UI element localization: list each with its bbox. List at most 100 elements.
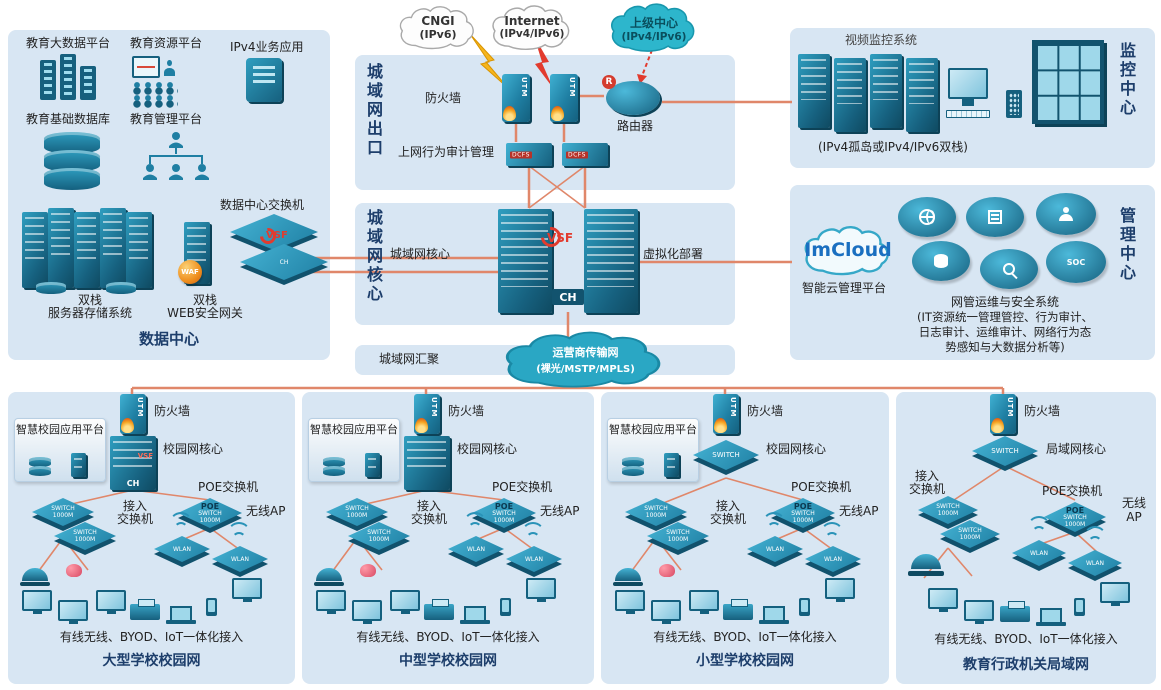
storage-server-icon — [48, 208, 74, 288]
database-icon — [29, 457, 51, 467]
audit-label: 上网行为审计管理 — [398, 145, 495, 159]
wlan-label: WLAN — [172, 545, 191, 553]
cngi-cloud-label: CNGI(IPv6) — [396, 14, 480, 41]
switch-model: SWITCH 1000M — [51, 505, 75, 519]
database-icon — [622, 457, 644, 467]
metro-exit-content: 城域网出口 防火墙 UTM UTM R 路由器 上网行为审计管理 DCFS DC… — [355, 55, 735, 190]
firewall-label: 防火墙 — [448, 404, 485, 418]
aggregation-content: 城域网汇聚 — [355, 345, 735, 375]
database-icon — [44, 168, 100, 190]
access-switch-icon: SWITCH 1000M — [940, 520, 1000, 548]
lan-core-switch-icon: SWITCH — [972, 436, 1038, 466]
ip-phone-icon — [659, 564, 675, 577]
admin-lan-content: UTM 防火墙 SWITCH 局域网核心 接入交换机 SWITCH 1000M … — [896, 392, 1156, 684]
access-switch-icon: SWITCH 1000M — [918, 496, 978, 524]
ipv4-app-label: IPv4业务应用 — [230, 40, 304, 54]
switch-model: SWITCH 1000M — [666, 529, 690, 543]
wireless-ap-label: 无线AP — [1121, 496, 1146, 524]
storage-label: 双栈服务器存储系统 — [20, 294, 160, 320]
switch-model: SWITCH 1000M — [958, 527, 982, 541]
internet-cloud: Internet(IPv4/IPv6) — [486, 4, 578, 52]
switch-model: SWITCH 1000M — [791, 509, 815, 524]
nms-line3: 日志审计、运维审计、网络行为态 — [918, 325, 1092, 339]
poe-switch-label: POE交换机 — [1042, 484, 1103, 498]
core-switch-icon — [498, 209, 552, 313]
storage-server-icon — [22, 212, 48, 288]
database-icon — [323, 457, 345, 467]
server-icon — [988, 210, 1002, 224]
cloud-icon — [492, 5, 570, 50]
ip-phone-icon — [360, 564, 376, 577]
keyboard-icon — [946, 110, 990, 118]
poe-switch-label: POE交换机 — [198, 480, 259, 494]
router-badge: R — [602, 75, 616, 89]
switch-text: WLAN — [506, 546, 562, 572]
switch-model: SWITCH 1000M — [345, 505, 369, 519]
vsf-label: VSF — [547, 231, 574, 245]
globe-service-icon — [898, 197, 956, 237]
database-icon — [323, 466, 345, 476]
nms-title: 网管运维与安全系统 — [950, 295, 1059, 309]
ip-phone-icon — [66, 564, 82, 577]
storage-line1: 双栈 — [77, 293, 102, 307]
integrated-access-label: 有线无线、BYOD、IoT一体化接入 — [59, 630, 244, 644]
firewall-icon: UTM — [713, 394, 739, 434]
monitor-icon — [526, 578, 556, 603]
soc-service-icon: SOC — [1046, 241, 1106, 283]
wlan-label: WLAN — [765, 545, 784, 553]
lan-core-label: 局域网核心 — [1046, 442, 1107, 456]
keypad-icon — [1006, 90, 1022, 118]
monitor-icon — [1100, 582, 1130, 607]
monitor-icon — [232, 578, 262, 603]
audit-device-icon: DCFS — [506, 143, 552, 166]
access-switch-icon: SWITCH 1000M — [54, 522, 116, 550]
access-line2: 交换机 — [908, 482, 945, 496]
video-server-icon — [870, 54, 902, 128]
audit-service-icon — [980, 249, 1038, 289]
cngi-cloud: CNGI(IPv6) — [396, 4, 480, 52]
database-service-icon — [912, 241, 970, 281]
wireless-ap-icon: WLAN — [448, 536, 504, 562]
switch-model: SWITCH 1000M — [73, 529, 97, 543]
metro-exit-panel — [355, 55, 735, 190]
datacenter-title: 数据中心 — [138, 330, 199, 348]
carrier-line1: 运营商传输网 — [552, 346, 619, 359]
cngi-line1: CNGI — [421, 14, 455, 28]
metro-exit-title: 城域网出口 — [364, 63, 383, 158]
video-server-icon — [798, 54, 830, 128]
resource-platform-label: 教育资源平台 — [130, 36, 203, 50]
switch-text: WLAN — [212, 546, 268, 572]
mobile-phone-icon — [206, 598, 217, 616]
person-icon — [1059, 207, 1073, 221]
poe-tag: POE — [1065, 505, 1085, 515]
ip-camera-icon — [20, 568, 50, 586]
imcloud-logo: ImCloud — [804, 239, 892, 261]
poe-switch-label: POE交换机 — [492, 480, 553, 494]
router-icon: R — [602, 75, 660, 115]
poe-tag: POE — [793, 501, 813, 511]
access-line1: 接入 — [122, 499, 147, 513]
utm-label: UTM — [568, 77, 576, 98]
monitor-icon — [58, 600, 88, 625]
smart-campus-platform-label: 智慧校园应用平台 — [310, 423, 398, 436]
monitoring-content: 视频监控系统 (IPv4孤岛或IPv4/IPv6双栈) 监控中心 — [790, 28, 1155, 168]
wlan-label: WLAN — [823, 555, 842, 563]
carrier-cloud: 运营商传输网(裸光/MSTP/MPLS) — [498, 330, 673, 390]
switch-model: SWITCH 1000M — [367, 529, 391, 543]
campus-core-switch-icon: SWITCH — [693, 440, 759, 470]
video-server-icon — [834, 58, 866, 132]
integrated-access-label: 有线无线、BYOD、IoT一体化接入 — [934, 632, 1118, 646]
switch-text: SWITCH 1000M — [32, 498, 94, 526]
upper-line2: (IPv4/IPv6) — [621, 31, 687, 43]
soc-label: SOC — [1066, 257, 1086, 267]
switch-text: WLAN — [448, 536, 504, 562]
presenter-icon — [164, 60, 175, 76]
router-label: 路由器 — [617, 119, 654, 133]
dcfs-label: DCFS — [510, 151, 532, 158]
smart-campus-platform-box: 智慧校园应用平台 — [607, 418, 699, 482]
monitor-note-label: (IPv4孤岛或IPv4/IPv6双栈) — [818, 140, 968, 154]
